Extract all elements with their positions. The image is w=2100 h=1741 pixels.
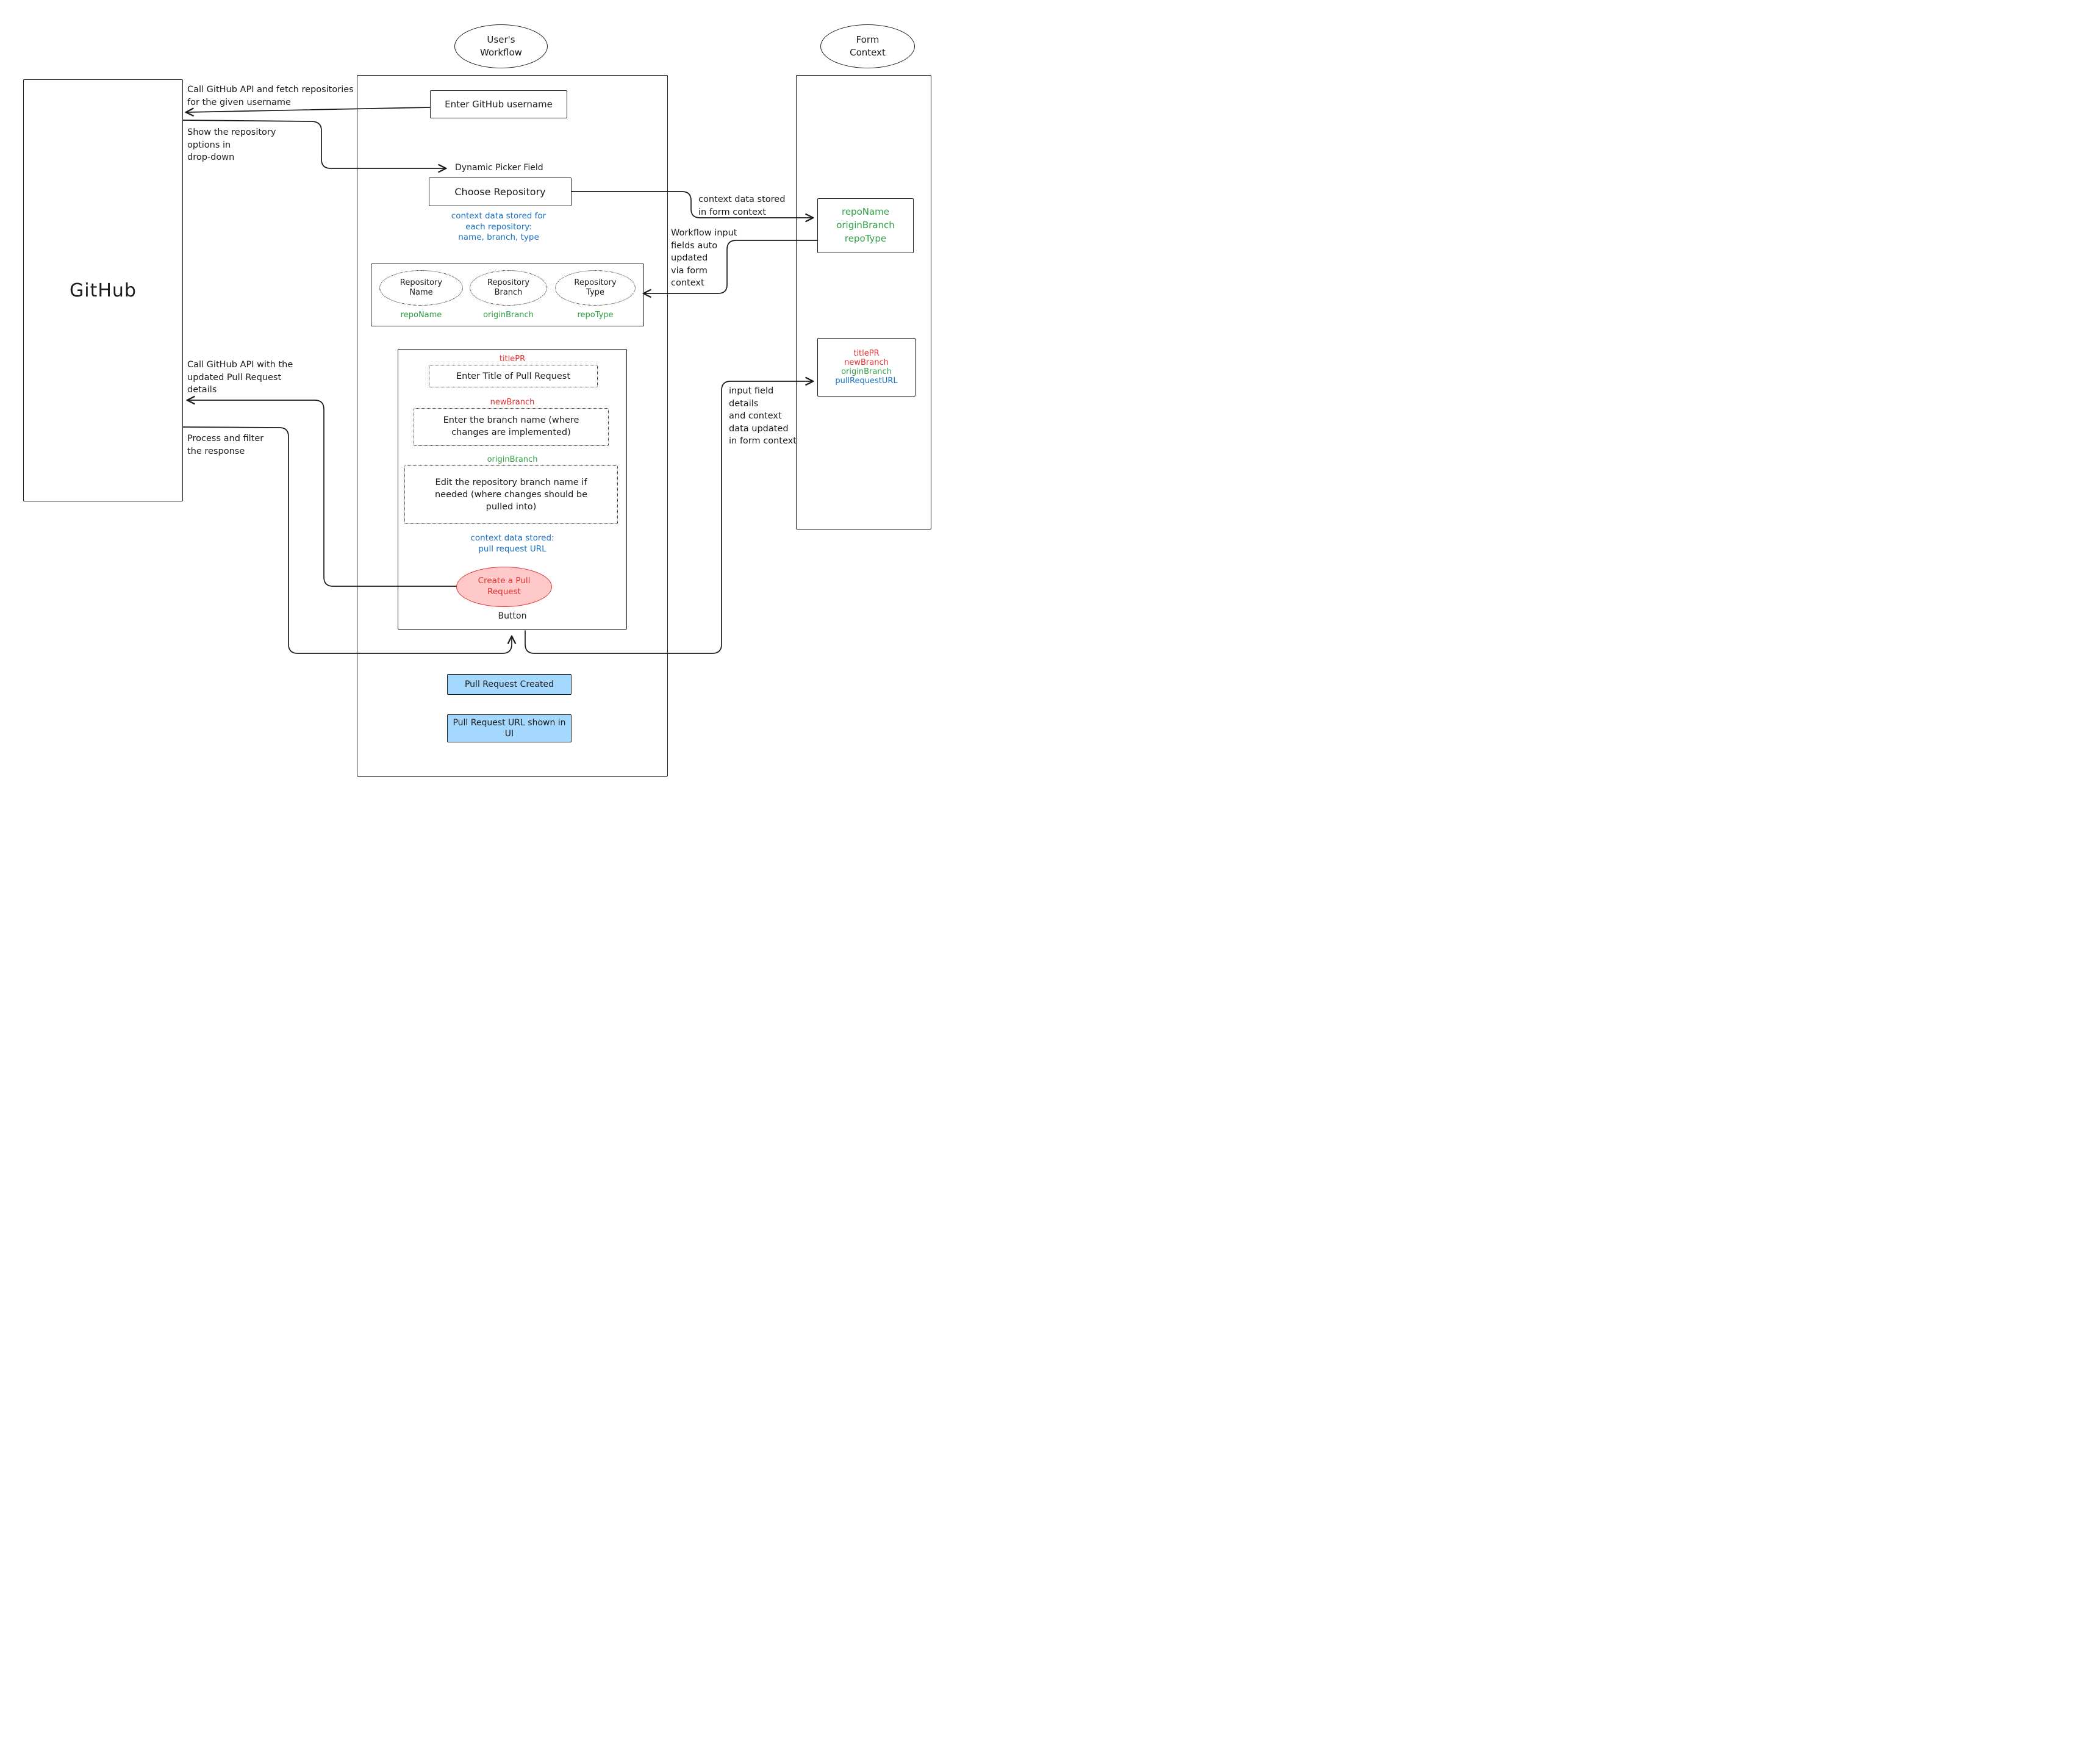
- repo-type-field: Repository Type: [555, 270, 636, 306]
- choose-repository-label: Choose Repository: [454, 186, 546, 198]
- repo-fields-box: [371, 264, 644, 326]
- note-process-filter: Process and filter the response: [187, 434, 264, 456]
- pr-created-label: Pull Request Created: [464, 680, 554, 689]
- newbranch-key-label: newBranch: [490, 398, 535, 407]
- form-context-repo-box: repoName originBranch repoType: [817, 198, 914, 253]
- form-context-newbranch: newBranch: [844, 358, 889, 367]
- repo-branch-label: Repository Branch: [487, 278, 530, 297]
- form-context-pullrequesturl: pullRequestURL: [835, 376, 898, 386]
- form-context-pr-box: titlePR newBranch originBranch pullReque…: [817, 338, 916, 397]
- github-box: GitHub: [23, 79, 183, 501]
- pr-title-input: Enter Title of Pull Request: [429, 365, 598, 387]
- enter-username-label: Enter GitHub username: [445, 99, 553, 110]
- note-call-api-fetch: Call GitHub API and fetch repositories f…: [187, 85, 354, 107]
- repo-branch-field: Repository Branch: [470, 270, 547, 306]
- form-context-repo-keys: repoName originBranch repoType: [836, 206, 895, 244]
- note-input-field-details: input field details and context data upd…: [729, 386, 797, 447]
- repo-type-context-key: repoType: [577, 311, 614, 320]
- titlepr-key-label: titlePR: [499, 354, 526, 364]
- workflow-container: [357, 75, 668, 777]
- context-data-repo-note: context data stored for each repository:…: [451, 211, 547, 243]
- form-context-header: Form Context: [820, 24, 915, 68]
- context-stored-pr-note: context data stored: pull request URL: [470, 533, 554, 554]
- originbranch-key-label: originBranch: [487, 455, 538, 464]
- create-pr-label: Create a Pull Request: [478, 576, 531, 597]
- note-show-repo-options: Show the repository options in drop-down: [187, 127, 276, 163]
- form-context-titlepr: titlePR: [853, 349, 880, 358]
- pr-form-box: [398, 349, 627, 630]
- pr-title-placeholder: Enter Title of Pull Request: [456, 371, 571, 381]
- note-workflow-input: Workflow input fields auto updated via f…: [671, 228, 737, 289]
- users-workflow-header: User's Workflow: [454, 24, 548, 68]
- repo-type-label: Repository Type: [574, 278, 617, 297]
- new-branch-placeholder: Enter the branch name (where changes are…: [443, 415, 579, 437]
- note-call-api-updated: Call GitHub API with the updated Pull Re…: [187, 360, 293, 395]
- choose-repository-field: Choose Repository: [429, 178, 572, 206]
- dynamic-picker-label: Dynamic Picker Field: [455, 163, 543, 173]
- enter-username-field: Enter GitHub username: [430, 90, 567, 118]
- button-caption: Button: [498, 611, 527, 621]
- origin-branch-input: Edit the repository branch name if neede…: [404, 465, 618, 524]
- users-workflow-label: User's Workflow: [480, 34, 522, 58]
- note-context-stored-form: context data stored in form context: [698, 195, 786, 217]
- create-pr-button: Create a Pull Request: [456, 567, 552, 607]
- repo-branch-context-key: originBranch: [483, 311, 534, 320]
- repo-name-label: Repository Name: [400, 278, 443, 297]
- form-context-container: [796, 75, 931, 529]
- github-label: GitHub: [70, 279, 137, 301]
- diagram-canvas: User's Workflow Form Context GitHub Ente…: [0, 0, 945, 784]
- pr-created-status: Pull Request Created: [447, 674, 572, 695]
- origin-branch-placeholder: Edit the repository branch name if neede…: [434, 477, 588, 512]
- new-branch-input: Enter the branch name (where changes are…: [414, 408, 609, 446]
- pr-url-label: Pull Request URL shown in UI: [453, 717, 566, 739]
- form-context-label: Form Context: [850, 34, 886, 58]
- repo-name-field: Repository Name: [379, 270, 463, 306]
- form-context-originbranch: originBranch: [841, 367, 892, 376]
- repo-name-context-key: repoName: [400, 311, 442, 320]
- pr-url-status: Pull Request URL shown in UI: [447, 714, 572, 742]
